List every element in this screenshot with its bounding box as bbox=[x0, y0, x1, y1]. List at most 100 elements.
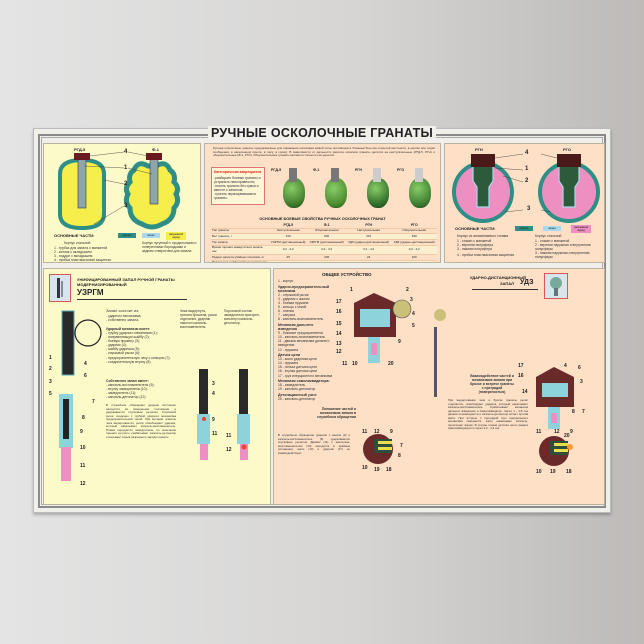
fuze-lever bbox=[373, 168, 381, 182]
warning-item: -носить гранаты без сумки и вместе с зап… bbox=[214, 184, 259, 193]
group-item: 15 - гильза датчика цели bbox=[278, 365, 317, 370]
grenade-photo bbox=[325, 178, 347, 208]
callout-number: 9 bbox=[80, 429, 83, 435]
callout-number: 8 bbox=[398, 453, 401, 459]
warning-item: -разбирать боевые гранаты и устранять не… bbox=[214, 176, 261, 185]
callout-number: 10 bbox=[352, 361, 358, 367]
fuze-item: - капсюль-воспламенитель (9); bbox=[106, 383, 155, 387]
table-cell: 8 bbox=[345, 260, 392, 262]
callout-number: 11 bbox=[362, 429, 368, 435]
callout-number: 4 bbox=[212, 391, 215, 397]
common-part: 4 - пробка пластмассовая защитная bbox=[457, 253, 515, 257]
intro-text: Ручные осколочные гранаты предназначены … bbox=[213, 146, 435, 158]
warning-title: Категорически запрещается: bbox=[214, 170, 263, 174]
group-item: 12 - пружина bbox=[278, 347, 299, 352]
grenade-photo bbox=[283, 178, 305, 208]
group-title: Ударно-предохранительный механизм bbox=[278, 284, 330, 293]
group-title: Механизм дальнего взведения bbox=[278, 322, 314, 332]
table-cell: 7 bbox=[307, 260, 346, 262]
udz-title2: ЗАПАЛ bbox=[500, 281, 514, 286]
caption-right: Пороховой состав замедлителя прогорел, в… bbox=[224, 309, 260, 326]
callout-number: 3 bbox=[580, 379, 583, 385]
callout-3: 3 bbox=[124, 203, 128, 209]
callout-number: 11 bbox=[80, 463, 86, 469]
fuze-item: - капсюль-детонатор (12). bbox=[106, 395, 147, 400]
table-cell: 25 bbox=[269, 254, 308, 261]
callout-number: 15 bbox=[336, 321, 342, 327]
poster-title: РУЧНЫЕ ОСКОЛОЧНЫЕ ГРАНАТЫ bbox=[34, 126, 610, 140]
callout-number: 7 bbox=[92, 399, 95, 405]
callout-number: 5 bbox=[412, 323, 415, 329]
group-item: 19 - капсюль-детонатор bbox=[278, 387, 316, 392]
callout-number: 3 bbox=[410, 297, 413, 303]
group-title: Детонационный узел: bbox=[278, 392, 318, 397]
callout-number: 11 bbox=[342, 361, 348, 367]
rgd5-f1-cutaway-diagram bbox=[58, 151, 181, 231]
uzrgm-title: УНИФИЦИРОВАННЫЙ ЗАПАЛ РУЧНОЙ ГРАНАТЫ МОД… bbox=[77, 277, 175, 287]
consists-title: Запал состоит из: bbox=[106, 308, 140, 313]
callout-number: 3 bbox=[212, 381, 215, 387]
group-item: 8 - капсюль-воспламенитель bbox=[278, 317, 324, 322]
striker-item: - трубку ударного механизма (1); bbox=[106, 331, 158, 335]
label-f1: Ф-1 bbox=[152, 147, 159, 152]
callout-3: 3 bbox=[527, 206, 531, 212]
grenade-photo bbox=[409, 178, 431, 208]
label-rgo: РГО bbox=[563, 147, 571, 152]
table-cell: 24 bbox=[345, 254, 392, 261]
group-item: 3 - ударник с жалом bbox=[278, 296, 310, 301]
panel-rgn-rgo: РГН РГО 4 1 2 3 ОСНОВНЫЕ ЧАСТИ: корпус з… bbox=[444, 143, 605, 263]
callout-number: 10 bbox=[362, 465, 368, 471]
group-item: 9 - боковые предохранители bbox=[278, 331, 323, 336]
striker-item: - шайбу ударника (5); bbox=[106, 347, 140, 352]
parts-list: 1 - трубка для запала с манжетой 2 - кол… bbox=[54, 246, 138, 262]
callout-number: 18 bbox=[386, 467, 392, 473]
callout-number: 3 bbox=[49, 379, 52, 385]
caption-mid: Чека выдернута, граната брошена, рычаг о… bbox=[180, 309, 218, 330]
legend-charge: разрывной заряд bbox=[166, 232, 186, 240]
part-4: 4 - пробка пластмассовая защитная bbox=[54, 258, 112, 263]
udz-name: УДЗ bbox=[520, 279, 534, 286]
rgn-body-note: Корпус из алюминиевого сплава bbox=[457, 234, 509, 238]
fuze-item: - замедлитель (11); bbox=[106, 391, 137, 396]
callout-number: 16 bbox=[518, 373, 524, 379]
group-item: 4 - боевая пружина bbox=[278, 300, 309, 305]
label-rgd5: РГД-5 bbox=[74, 147, 86, 152]
callout-number: 13 bbox=[336, 341, 342, 347]
group-item: 1 - корпус bbox=[278, 279, 294, 283]
callout-number: 8 bbox=[572, 409, 575, 415]
table-cell: Тип запала bbox=[211, 239, 269, 246]
legend-fuze: запал bbox=[142, 233, 160, 238]
warning-item: -трогать неразорвавшиеся гранаты. bbox=[214, 192, 256, 201]
rgn-rgo-cutaway-diagram bbox=[452, 153, 600, 223]
photo-label: Ф-1 bbox=[313, 168, 320, 172]
group-item: 16 - втулка датчика цели bbox=[278, 369, 318, 374]
table-header: РГО bbox=[391, 223, 437, 229]
striker-item: - боевую пружину (3); bbox=[106, 339, 140, 344]
divider bbox=[472, 289, 538, 290]
panel-uzrgm: УНИФИЦИРОВАННЫЙ ЗАПАЛ РУЧНОЙ ГРАНАТЫ МОД… bbox=[43, 268, 271, 505]
callout-number: 4 bbox=[412, 311, 415, 317]
callout-number: 9 bbox=[390, 429, 393, 435]
callout-number: 8 bbox=[82, 415, 85, 421]
callout-2: 2 bbox=[124, 181, 128, 187]
callout-number: 12 bbox=[554, 429, 560, 435]
part: 2 - верхняя наружная и внутренняя полусф… bbox=[535, 243, 591, 252]
legend-body: корпус bbox=[515, 226, 533, 231]
group-item: 17 - груз инерционного механизма bbox=[278, 373, 333, 378]
part-3: 3 - поддон с вкладышем bbox=[54, 254, 93, 259]
table-cell: 600 bbox=[307, 233, 346, 241]
item: - собственно запала. bbox=[106, 318, 140, 323]
table-row: Радиус зоны эффективного поражения живой… bbox=[211, 260, 437, 262]
group-item: 7 - запуска bbox=[278, 313, 295, 318]
warning-list: -разбирать боевые гранаты и устранять не… bbox=[214, 176, 264, 201]
callout-number: 2 bbox=[406, 287, 409, 293]
callout-number: 1 bbox=[49, 355, 52, 361]
interaction-caption: Взаимодействие частей и механизмов запал… bbox=[470, 374, 514, 395]
callout-number: 6 bbox=[578, 365, 581, 371]
title-text: РУЧНЫЕ ОСКОЛОЧНЫЕ ГРАНАТЫ bbox=[207, 126, 437, 140]
callout-number: 11 bbox=[536, 429, 542, 435]
